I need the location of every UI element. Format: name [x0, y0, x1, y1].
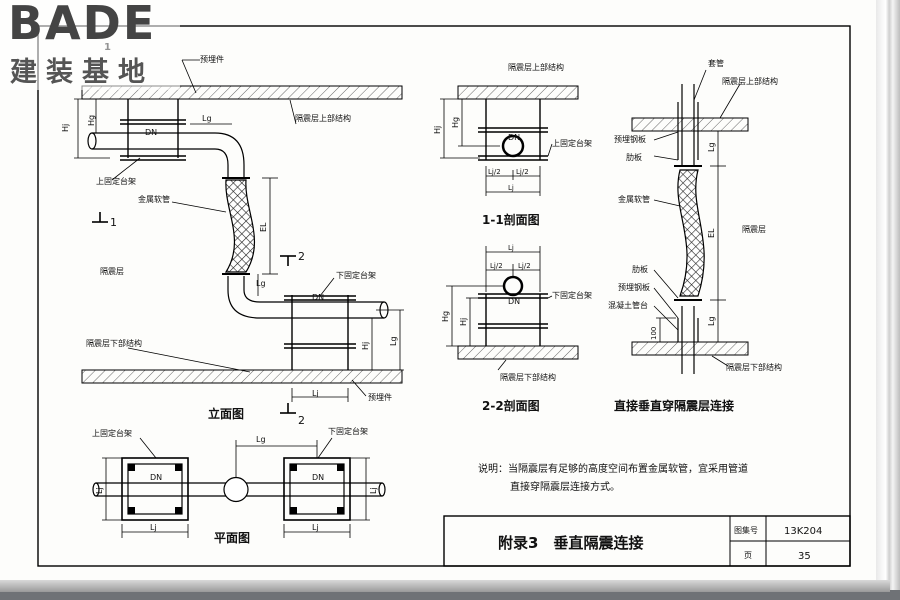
caption-plan: 平面图	[214, 531, 250, 545]
label-concrete-pier: 混凝土管台	[608, 300, 648, 310]
label-rib-plate-upper: 肋板	[626, 152, 642, 162]
label-hg-s22: Hg	[441, 311, 450, 322]
label-dn-upper: DN	[145, 128, 157, 137]
label-lj-half-b-s22: Lj/2	[518, 262, 531, 270]
label-embedded-top: 预埋件	[200, 54, 224, 64]
direct-connection-view: 套管 隔震层上部结构 预埋钢板 肋板 金属软管 隔震层 肋板 预埋钢板 混凝土管…	[608, 58, 782, 413]
label-dn-plan-left: DN	[150, 473, 162, 482]
label-hj-elev: Hj	[61, 124, 70, 132]
label-lj-plan-left: Lj	[150, 523, 157, 532]
label-rib-plate-lower: 肋板	[632, 264, 648, 274]
section-mark-2-bottom: 2	[298, 414, 305, 427]
plan-view: 上固定台架 下固定台架 DN DN Lg Lj Lj Lj Lj 平面图	[92, 426, 386, 545]
note-line-1: 说明：当隔震层有足够的高度空间布置金属软管，宜采用管道	[478, 462, 748, 475]
atlas-number: 13K204	[784, 526, 822, 537]
label-lg-direct-upper: Lg	[707, 142, 716, 152]
book-page-edge	[876, 0, 900, 590]
label-100: 100	[650, 327, 658, 340]
label-upper-struct-elev: 隔震层上部结构	[295, 113, 351, 123]
label-dn-plan-right: DN	[312, 473, 324, 482]
label-dn-lower: DN	[312, 293, 324, 302]
section-2-2: Lj Lj/2 Lj/2 DN 下固定台架 隔震层下部结构 Hg Hj 2-2剖…	[441, 244, 592, 413]
lower-slab	[81, 369, 403, 384]
label-metal-hose-direct: 金属软管	[618, 194, 650, 204]
metal-hose-direct	[677, 169, 705, 297]
brand-logo-tagline: 建装基地	[10, 57, 154, 88]
brand-logo: BADE 建装基地	[0, 0, 180, 90]
label-el-direct: EL	[707, 228, 716, 238]
label-lg-lower: Lg	[256, 279, 266, 288]
label-lg-plan: Lg	[256, 435, 266, 444]
label-embedded-bottom: 预埋件	[368, 392, 392, 402]
label-iso-layer-direct: 隔震层	[742, 225, 766, 234]
title-block-title: 附录3 垂直隔震连接	[498, 534, 643, 552]
atlas-number-label: 图集号	[734, 525, 758, 535]
note-line-2: 直接穿隔震层连接方式。	[510, 480, 620, 493]
page-number: 35	[798, 551, 811, 562]
title-block: 附录3 垂直隔震连接 图集号 13K204 页 35	[443, 515, 851, 567]
caption-section-2-2: 2-2剖面图	[482, 398, 540, 413]
brand-logo-text: BADE	[8, 0, 157, 50]
label-sleeve: 套管	[708, 58, 724, 68]
label-upper-struct-direct: 隔震层上部结构	[722, 76, 778, 86]
label-upper-bracket-s11: 上固定台架	[552, 138, 592, 148]
label-lj-half-b-s11: Lj/2	[516, 168, 529, 176]
label-hj-lower: Hj	[361, 342, 370, 350]
section-mark-1-left: 1	[110, 216, 117, 229]
label-upper-bracket-plan: 上固定台架	[92, 428, 132, 438]
label-lj-plan-right: Lj	[312, 523, 319, 532]
label-upper-struct-s11: 隔震层上部结构	[508, 62, 564, 72]
label-hj-s11: Hj	[433, 126, 442, 134]
label-dn-s11: DN	[508, 133, 520, 142]
label-dn-s22: DN	[508, 297, 520, 306]
label-lj-half-a-s22: Lj/2	[490, 262, 503, 270]
caption-elevation: 立面图	[208, 406, 244, 421]
label-lower-struct-elev: 隔震层下部结构	[86, 338, 142, 348]
caption-section-1-1: 1-1剖面图	[482, 212, 540, 227]
elevation-view: 1 1 2 2 预埋件 隔震层上部结构 DN Lg 上固定台架 金属软管 隔震层…	[61, 42, 404, 427]
label-lower-bracket-elev: 下固定台架	[336, 270, 376, 280]
label-upper-bracket-elev: 上固定台架	[96, 176, 136, 186]
label-metal-hose-elev: 金属软管	[138, 194, 170, 204]
label-lg-direct-lower: Lg	[707, 316, 716, 326]
label-lg-upper: Lg	[202, 114, 212, 123]
label-hg-elev: Hg	[87, 115, 96, 126]
label-lj-plan-side-right: Lj	[369, 487, 378, 494]
label-hg-s11: Hg	[451, 117, 460, 128]
label-lower-struct-direct: 隔震层下部结构	[726, 362, 782, 372]
label-el-elev: EL	[259, 222, 268, 232]
label-lj-half-a-s11: Lj/2	[488, 168, 501, 176]
label-embedded-plate-upper: 预埋钢板	[614, 134, 646, 144]
label-lower-bracket-s22: 下固定台架	[552, 290, 592, 300]
label-lg-vertical: Lg	[389, 336, 398, 346]
note-block: 说明：当隔震层有足够的高度空间布置金属软管，宜采用管道 直接穿隔震层连接方式。	[478, 462, 748, 493]
caption-direct-connection: 直接垂直穿隔震层连接	[614, 398, 734, 413]
metal-hose-elevation	[224, 179, 255, 273]
section-1-1: 隔震层上部结构 DN 上固定台架 Lj/2 Lj/2 Lj Hj Hg 1-1剖…	[433, 62, 592, 227]
label-lj-plan-side-left: Lj	[95, 487, 104, 494]
label-lj-elev: Lj	[312, 389, 319, 398]
label-embedded-plate-lower: 预埋钢板	[618, 282, 650, 292]
book-bottom-edge	[0, 580, 890, 592]
label-hj-s22: Hj	[459, 318, 468, 326]
label-lj-s22: Lj	[508, 244, 514, 252]
page-label: 页	[744, 551, 752, 560]
label-lj-s11: Lj	[508, 184, 514, 192]
label-iso-layer-elev: 隔震层	[100, 267, 124, 276]
section-mark-2-mid: 2	[298, 250, 305, 263]
label-lower-bracket-plan: 下固定台架	[328, 426, 368, 436]
label-lower-struct-s22: 隔震层下部结构	[500, 372, 556, 382]
